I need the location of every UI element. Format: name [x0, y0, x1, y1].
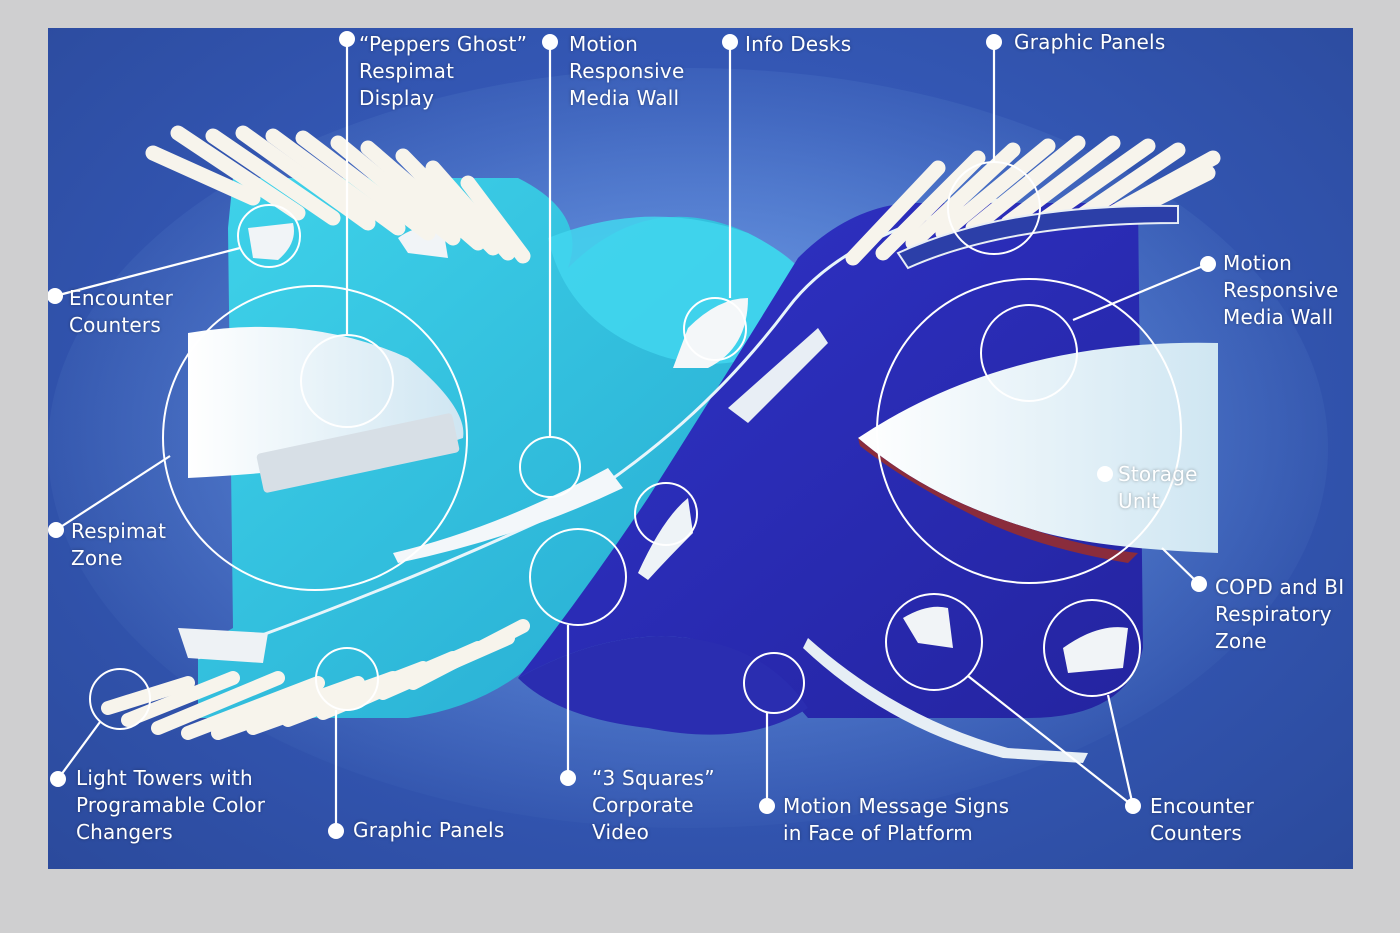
label-graphic-panels-bottom: Graphic Panels [353, 818, 505, 842]
label-motion-responsive-media-wall-top: Motion Responsive Media Wall [569, 32, 685, 110]
label-encounter-counters-right: Encounter Counters [1150, 794, 1255, 845]
respimat-display-base [256, 413, 460, 493]
copd-display-structure [858, 342, 1218, 553]
callout-circle-info-desks [683, 297, 747, 361]
label-peppers-ghost-display: “Peppers Ghost” Respimat Display [359, 32, 528, 110]
callout-circle-encounter-left [237, 204, 301, 268]
callout-circle-video-right [634, 482, 698, 546]
media-wall-sign [728, 328, 828, 423]
callout-circles [89, 161, 1182, 730]
callout-dots [48, 31, 1216, 839]
callout-circle-copd-zone [876, 278, 1182, 584]
label-respimat-zone: Respimat Zone [71, 519, 167, 570]
booth-floorplan-render [48, 31, 1328, 839]
encounter-counter-bottom-2 [1063, 627, 1128, 673]
encounter-counter-bottom-1 [903, 606, 953, 648]
callout-circle-graphic-panels-bottom [315, 647, 379, 711]
label-light-towers: Light Towers with Programable Color Chan… [76, 766, 266, 844]
label-motion-message-signs: Motion Message Signs in Face of Platform [783, 794, 1010, 845]
label-3-squares-video: “3 Squares” Corporate Video [592, 766, 715, 844]
callout-circle-media-wall-right [980, 304, 1078, 402]
callout-leaders [54, 42, 1209, 831]
callout-circle-encounter-right-2 [1043, 599, 1141, 697]
copd-display-imagery [858, 438, 1138, 563]
label-graphic-panels-top: Graphic Panels [1014, 30, 1166, 54]
label-storage-unit: Storage Unit [1118, 462, 1198, 513]
video-panel [638, 498, 693, 580]
booth-diagram-panel: “Peppers Ghost” Respimat Display Motion … [48, 28, 1353, 869]
cyan-zone [198, 178, 816, 718]
light-towers-topright [845, 135, 1221, 266]
label-copd-bi-respiratory-zone: COPD and BI Respiratory Zone [1215, 575, 1345, 653]
light-towers-topleft [145, 125, 531, 264]
encounter-counter-topleft [248, 223, 294, 260]
encounter-counter-topmid [398, 226, 448, 258]
callout-circle-respimat-zone [162, 285, 468, 591]
label-info-desks: Info Desks [745, 32, 852, 56]
callout-circle-light-towers [89, 668, 151, 730]
platform-edge-signs [803, 638, 1088, 763]
callout-circle-3-squares [529, 528, 627, 626]
callout-circle-encounter-right-1 [885, 593, 983, 691]
bottom-left-counter [178, 628, 268, 663]
label-encounter-counters-left: Encounter Counters [69, 286, 174, 337]
light-towers-bottomleft [101, 619, 530, 740]
label-motion-responsive-media-wall-right: Motion Responsive Media Wall [1223, 251, 1339, 329]
callout-circle-motion-signs [743, 652, 805, 714]
